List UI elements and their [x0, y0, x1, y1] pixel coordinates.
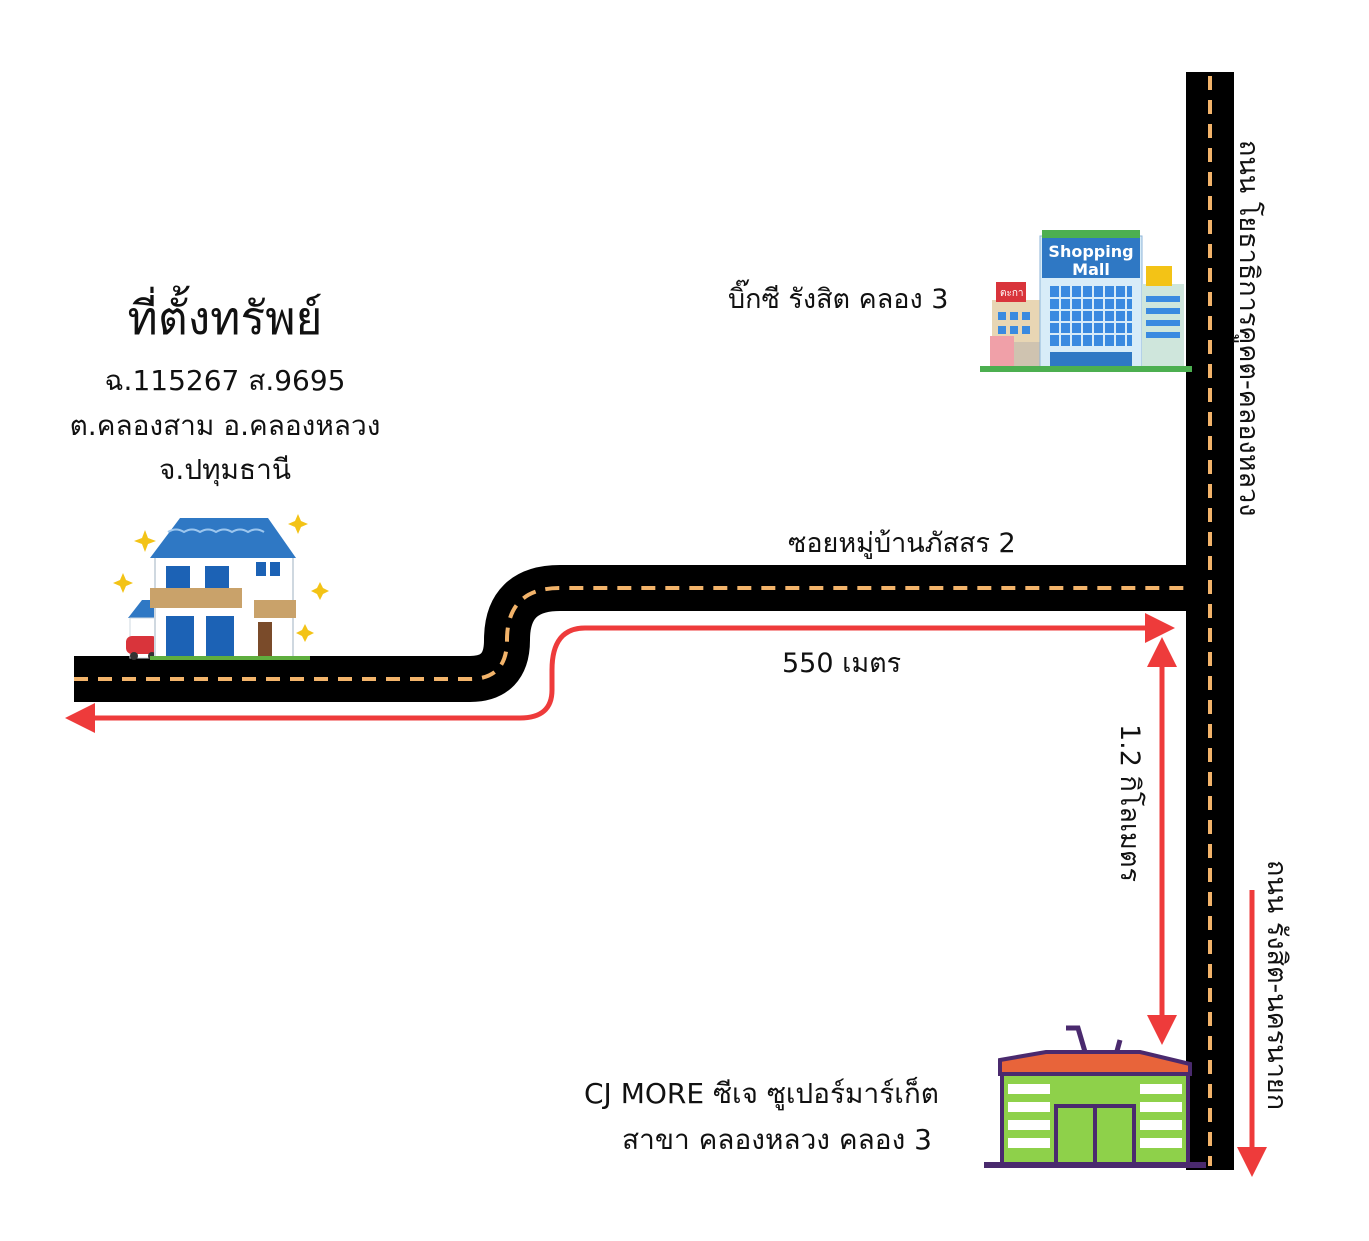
car-icon [126, 636, 158, 654]
soi-distance-label: 550 เมตร [782, 648, 902, 679]
property-province: จ.ปทุมธานี [159, 453, 291, 486]
property-district: ต.คลองสาม อ.คลองหลวง [69, 409, 381, 442]
mall-sign-line1: Shopping [1048, 242, 1133, 261]
cj-label-line2: สาขา คลองหลวง คลอง 3 [622, 1123, 932, 1156]
cj-label-line1: CJ MORE ซีเจ ซูเปอร์มาร์เก็ต [584, 1077, 939, 1110]
supermarket-icon [984, 1025, 1206, 1168]
soi-label: ซอยหมู่บ้านภัสสร 2 [788, 528, 1016, 559]
shopping-mall-icon: ตะกา Shopping Mall [980, 230, 1192, 372]
main-road [1186, 72, 1234, 1170]
property-deed: ฉ.115267 ส.9695 [104, 364, 346, 397]
second-road-label: ถนน รังสิต-นครนายก [1261, 860, 1292, 1111]
bigc-label: บิ๊กซี รังสิต คลอง 3 [728, 284, 949, 315]
mall-sign-line2: Mall [1072, 260, 1110, 279]
main-road-label: ถนน โยธาธิการคูคต-คลองหลวง [1233, 140, 1264, 517]
soi-route-arrow [65, 613, 1175, 733]
route-arrows [65, 613, 1267, 1177]
main-road-distance-label: 1.2 กิโลเมตร [1114, 724, 1145, 882]
mall-small-sign: ตะกา [1000, 288, 1024, 299]
house-icon [113, 514, 329, 660]
property-title: ที่ตั้งทรัพย์ [127, 291, 323, 345]
